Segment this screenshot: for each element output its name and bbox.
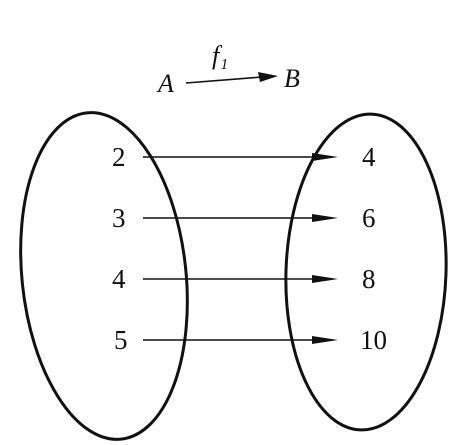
domain-set-oval — [19, 111, 189, 441]
mapping-name: f₁ — [212, 41, 228, 70]
mapping-arrow-shaft — [185, 76, 263, 84]
codomain-elements: 4 6 8 10 — [360, 142, 387, 355]
element-arrow — [143, 275, 338, 283]
codomain-set-oval — [284, 112, 448, 432]
mapping-arrow-head — [258, 72, 278, 82]
element-arrow — [143, 153, 338, 161]
codomain-set-label: B — [284, 64, 300, 93]
domain-elements: 2 3 4 5 — [112, 142, 128, 355]
element-arrows — [143, 153, 338, 344]
codomain-element: 4 — [362, 142, 376, 172]
codomain-element: 8 — [362, 264, 376, 294]
domain-set-label: A — [156, 69, 174, 98]
mapping-header: f₁ A B — [156, 41, 300, 98]
domain-element: 4 — [112, 264, 126, 294]
codomain-element: 6 — [362, 203, 376, 233]
element-arrow — [143, 336, 338, 344]
element-arrow — [143, 214, 338, 222]
domain-element: 2 — [112, 142, 126, 172]
domain-element: 3 — [112, 203, 126, 233]
codomain-element: 10 — [360, 325, 387, 355]
domain-element: 5 — [114, 325, 128, 355]
